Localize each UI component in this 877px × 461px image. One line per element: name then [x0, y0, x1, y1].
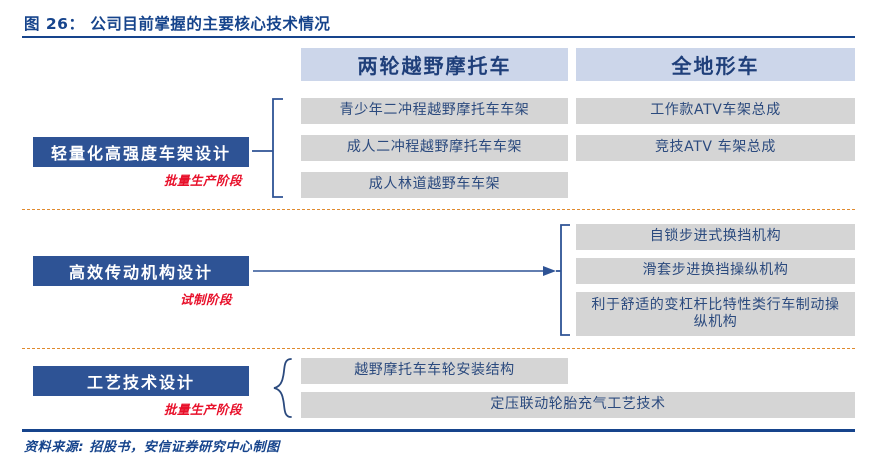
bracket-icon: [252, 98, 283, 198]
section-label-process-tech-design: 工艺技术设计: [33, 366, 249, 396]
section-stage-frame-design: 批量生产阶段: [164, 173, 243, 188]
column-header-two-wheel: 两轮越野摩托车: [301, 48, 568, 81]
item-box: 青少年二冲程越野摩托车车架: [301, 98, 568, 124]
item-box: 利于舒适的变杠杆比特性类行车制动操纵机构: [576, 292, 855, 336]
item-box: 定压联动轮胎充气工艺技术: [301, 392, 855, 418]
arrow-icon: [253, 266, 556, 276]
column-header-atv: 全地形车: [576, 48, 855, 81]
item-box: 工作款ATV车架总成: [576, 98, 855, 124]
item-box: 成人林道越野车车架: [301, 172, 568, 198]
title-rule: [22, 36, 855, 38]
bracket-icon: [556, 224, 570, 336]
section-divider: [22, 209, 855, 210]
section-divider: [22, 348, 855, 349]
item-box: 竞技ATV 车架总成: [576, 135, 855, 161]
item-box: 滑套步进换挡操纵机构: [576, 258, 855, 284]
footer-rule: [22, 429, 855, 432]
section-stage-transmission-design: 试制阶段: [180, 292, 233, 307]
item-box: 自锁步进式换挡机构: [576, 224, 855, 250]
page-title: 图 26： 公司目前掌握的主要核心技术情况: [24, 15, 331, 33]
item-box: 越野摩托车车轮安装结构: [301, 358, 568, 384]
item-box: 成人二冲程越野摩托车车架: [301, 135, 568, 161]
section-label-transmission-design: 高效传动机构设计: [33, 256, 249, 286]
section-label-frame-design: 轻量化高强度车架设计: [33, 137, 249, 167]
section-stage-process-tech-design: 批量生产阶段: [164, 402, 243, 417]
source-note: 资料来源: 招股书，安信证券研究中心制图: [24, 440, 280, 455]
curly-brace-icon: [273, 358, 292, 418]
